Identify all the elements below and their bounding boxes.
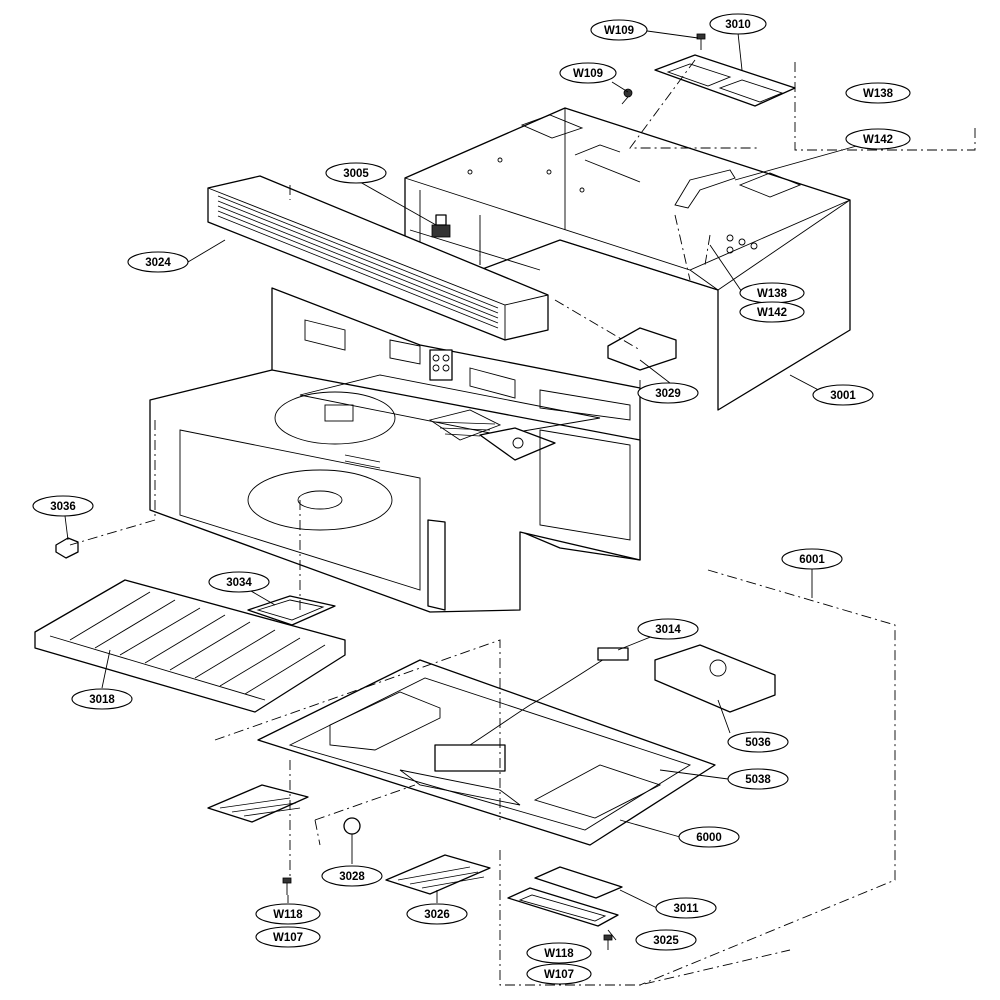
callout-w109[interactable]: W109 xyxy=(559,62,617,84)
svg-text:W109: W109 xyxy=(573,68,603,80)
callout-3025[interactable]: 3025 xyxy=(635,929,697,951)
screw-w118-left xyxy=(282,877,292,895)
callout-6001[interactable]: 6001 xyxy=(781,548,843,570)
callout-3029[interactable]: 3029 xyxy=(637,382,699,404)
hook-3036 xyxy=(55,537,79,559)
callout-w138[interactable]: W138 xyxy=(739,282,805,304)
filter-3026 xyxy=(385,854,491,895)
svg-text:3005: 3005 xyxy=(343,168,369,180)
callout-3024[interactable]: 3024 xyxy=(127,251,189,273)
svg-text:3036: 3036 xyxy=(50,501,76,513)
rack-3018 xyxy=(34,579,346,713)
callout-3036[interactable]: 3036 xyxy=(32,495,94,517)
callout-w118-left[interactable]: W118 xyxy=(255,903,321,925)
svg-text:W138: W138 xyxy=(863,88,894,100)
svg-text:3025: 3025 xyxy=(653,935,679,947)
callout-3018[interactable]: 3018 xyxy=(71,688,133,710)
callout-6000[interactable]: 6000 xyxy=(678,826,740,848)
callout-bubbles: W109 3010 W109 W138 W142 3005 3024 W138 xyxy=(32,13,911,985)
callout-w138-top[interactable]: W138 xyxy=(845,82,911,104)
svg-text:W109: W109 xyxy=(604,25,634,37)
callout-3010[interactable]: 3010 xyxy=(709,13,767,35)
callout-3005[interactable]: 3005 xyxy=(325,162,387,184)
svg-text:W118: W118 xyxy=(544,948,574,960)
callout-5038[interactable]: 5038 xyxy=(727,768,789,790)
svg-text:W142: W142 xyxy=(757,307,787,319)
lamp-cover-3025 xyxy=(507,887,619,927)
callout-w142-top[interactable]: W142 xyxy=(845,128,911,150)
svg-text:3029: 3029 xyxy=(655,388,681,400)
screw-w118-right xyxy=(603,934,613,950)
callout-3011[interactable]: 3011 xyxy=(655,897,717,919)
svg-text:5036: 5036 xyxy=(745,737,771,749)
sensor-3005 xyxy=(431,214,451,238)
svg-text:5038: 5038 xyxy=(745,774,771,786)
oven-cavity xyxy=(149,287,641,613)
callout-5036[interactable]: 5036 xyxy=(727,731,789,753)
callout-3026[interactable]: 3026 xyxy=(406,903,468,925)
svg-text:3001: 3001 xyxy=(830,390,856,402)
svg-text:W138: W138 xyxy=(757,288,788,300)
bracket-5036 xyxy=(654,644,776,713)
harness-connector xyxy=(597,647,629,661)
callout-3034[interactable]: 3034 xyxy=(208,571,270,593)
svg-text:6001: 6001 xyxy=(799,554,825,566)
callout-w118-right[interactable]: W118 xyxy=(526,942,592,964)
svg-text:3014: 3014 xyxy=(655,624,681,636)
svg-text:3028: 3028 xyxy=(339,871,365,883)
callout-w107-left[interactable]: W107 xyxy=(255,926,321,948)
callout-w109-top[interactable]: W109 xyxy=(590,19,648,41)
svg-text:3010: 3010 xyxy=(725,19,751,31)
callout-3014[interactable]: 3014 xyxy=(637,618,699,640)
callout-w107-right[interactable]: W107 xyxy=(526,963,592,985)
cover-3034 xyxy=(247,595,336,626)
svg-text:W142: W142 xyxy=(863,134,893,146)
svg-text:6000: 6000 xyxy=(696,832,722,844)
screw-w109-top xyxy=(696,33,706,50)
lamp-3028 xyxy=(343,817,361,835)
svg-text:3034: 3034 xyxy=(226,577,252,589)
svg-text:3011: 3011 xyxy=(674,903,700,915)
callout-3001[interactable]: 3001 xyxy=(812,384,874,406)
svg-text:3026: 3026 xyxy=(424,909,450,921)
svg-text:W107: W107 xyxy=(273,932,303,944)
holder-3029 xyxy=(607,327,677,371)
leader-lines xyxy=(64,29,879,941)
vent-grille-3024 xyxy=(207,175,549,341)
svg-text:3024: 3024 xyxy=(145,257,171,269)
bracket-3010 xyxy=(654,54,796,107)
cabinet-bracket xyxy=(674,169,736,209)
lens-3011 xyxy=(534,866,623,899)
callout-3028[interactable]: 3028 xyxy=(321,865,383,887)
callout-w142[interactable]: W142 xyxy=(739,301,805,323)
svg-text:3018: 3018 xyxy=(89,694,115,706)
filter-left xyxy=(207,784,309,823)
svg-text:W118: W118 xyxy=(273,909,303,921)
assembly-lines xyxy=(69,59,976,986)
harness-3014 xyxy=(469,649,619,746)
svg-text:W107: W107 xyxy=(544,969,574,981)
base-plate-6000 xyxy=(257,659,716,846)
